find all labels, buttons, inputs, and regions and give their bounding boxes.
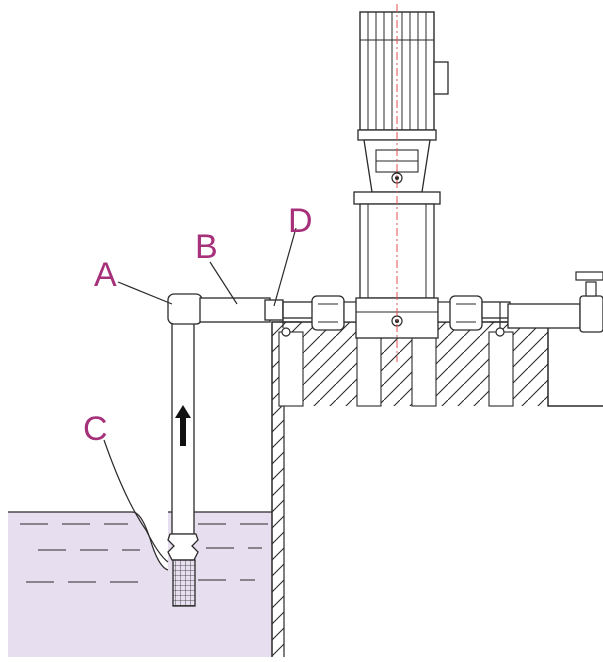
discharge-union bbox=[449, 295, 483, 331]
suction-union bbox=[311, 295, 345, 331]
valve-icon bbox=[575, 271, 603, 333]
pump-foundation bbox=[271, 321, 603, 657]
foot-valve bbox=[167, 533, 199, 607]
callout-leaders bbox=[103, 227, 297, 563]
motor-icon bbox=[359, 11, 449, 131]
water-level-lines bbox=[20, 523, 268, 583]
elbow-fitting bbox=[167, 293, 203, 325]
vertical-pump bbox=[353, 4, 449, 362]
water-reservoir bbox=[8, 511, 272, 657]
callout-label-d: D bbox=[288, 202, 313, 240]
terminal-box bbox=[433, 61, 449, 95]
discharge-pipe bbox=[437, 271, 603, 337]
strainer-icon bbox=[172, 559, 196, 607]
callout-label-c: C bbox=[83, 410, 108, 448]
flow-arrow-icon bbox=[175, 405, 191, 446]
eccentric-reducer bbox=[264, 299, 284, 321]
callout-label-b: B bbox=[195, 228, 218, 266]
callout-label-a: A bbox=[94, 256, 117, 294]
